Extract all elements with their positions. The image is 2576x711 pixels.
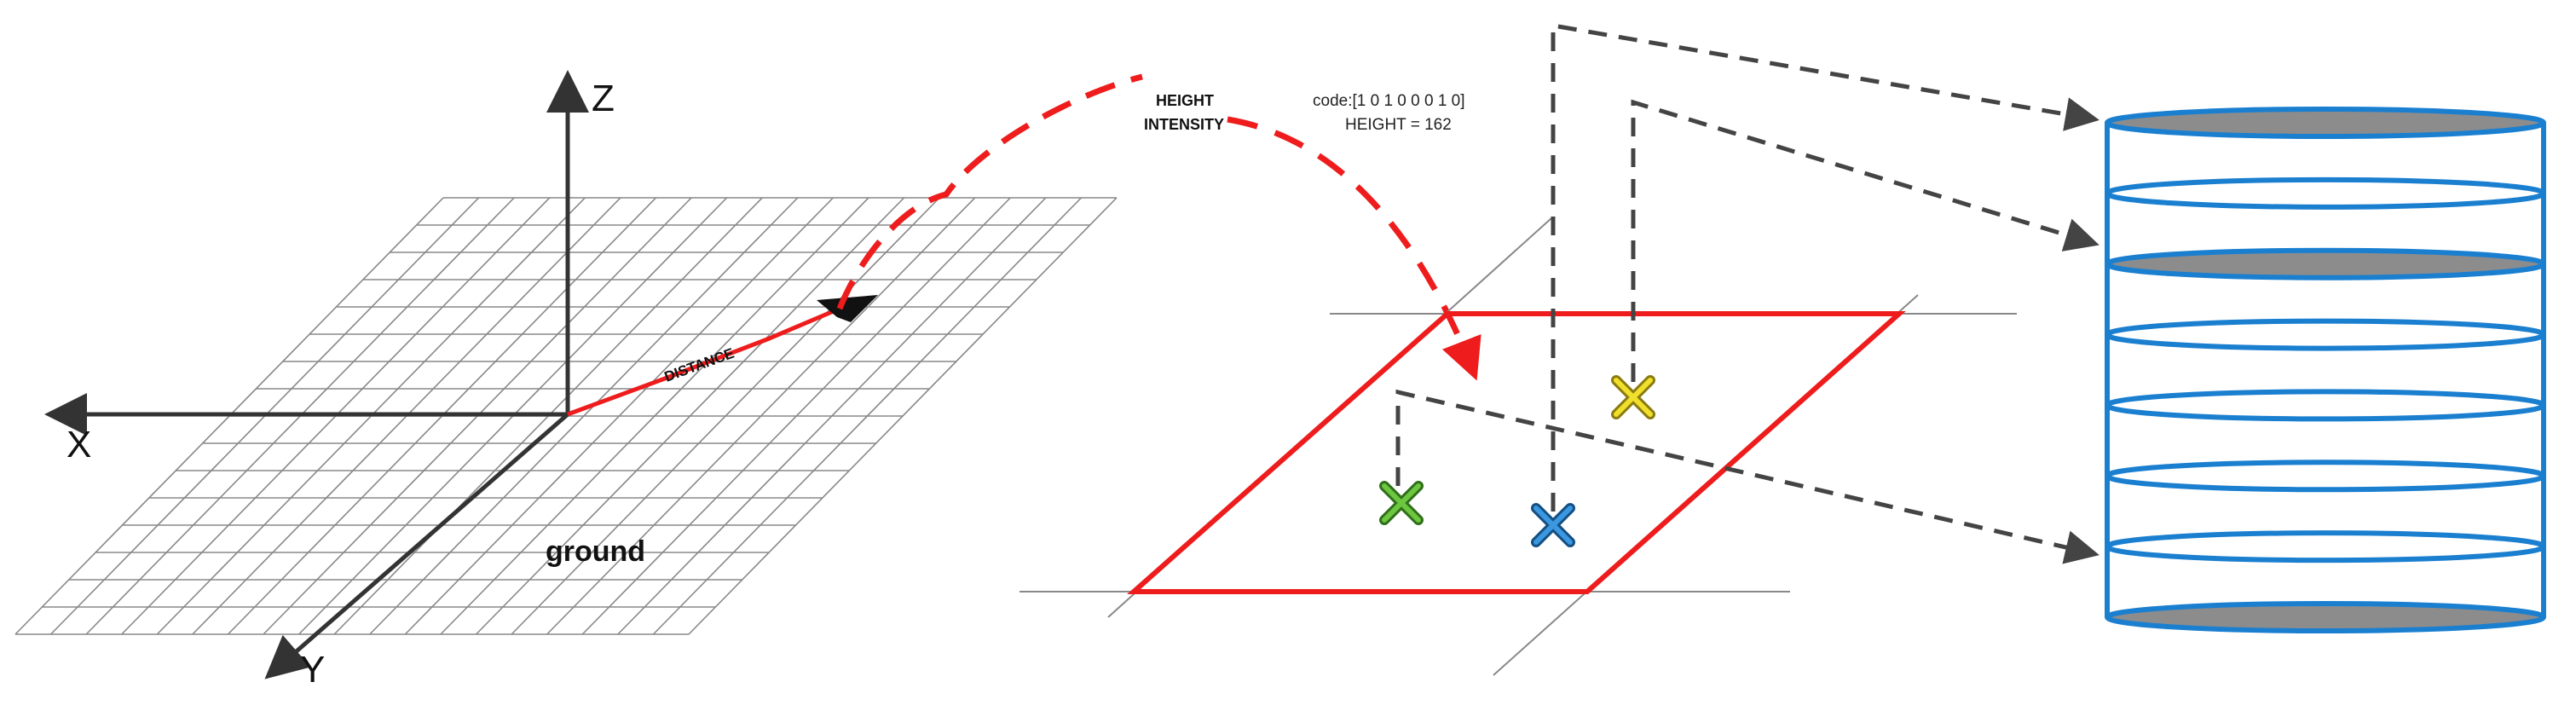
cylinder-layer xyxy=(2105,460,2546,493)
height-intensity-arc-right xyxy=(1227,116,1481,381)
grid-column-line xyxy=(404,197,834,635)
grid-column-line xyxy=(546,197,976,635)
x-axis-label: X xyxy=(66,424,91,465)
green-projection xyxy=(1395,389,2099,564)
cylinder-layer xyxy=(2105,389,2546,422)
cell-gridlines xyxy=(1019,217,2017,676)
distance-label: DISTANCE xyxy=(662,345,736,385)
code-label: code:[1 0 1 0 0 0 1 0] xyxy=(1313,92,1465,110)
blue-x-marker xyxy=(1531,503,1575,547)
grid-column-line xyxy=(617,197,1047,635)
layer-cylinder xyxy=(2105,107,2546,633)
green-x-marker xyxy=(1379,481,1424,525)
blue-projection xyxy=(1551,23,2099,512)
grid-column-line xyxy=(440,197,869,635)
cell-outline xyxy=(1127,311,1906,594)
hit-point-marker xyxy=(817,295,878,322)
height-intensity-arc-left xyxy=(836,73,1143,310)
projection-lines xyxy=(1395,23,2099,564)
cylinder-layer xyxy=(2105,318,2546,351)
z-axis-label: Z xyxy=(592,78,615,119)
grid-column-line xyxy=(369,197,799,635)
cylinder-layer-filled xyxy=(2105,247,2546,280)
cylinder-layer-filled xyxy=(2105,601,2546,633)
yellow-x-marker xyxy=(1611,375,1655,419)
yellow-projection xyxy=(1631,99,2099,382)
y-axis xyxy=(264,413,569,679)
height-value-label: HEIGHT = 162 xyxy=(1345,116,1452,134)
intensity-label: INTENSITY xyxy=(1144,116,1224,133)
distance-ray xyxy=(567,295,878,417)
axes xyxy=(44,70,589,679)
grid-column-line xyxy=(688,197,1118,635)
grid-column-line xyxy=(581,197,1011,635)
cylinder-layer xyxy=(2105,530,2546,564)
grid-column-line xyxy=(652,197,1082,635)
cylinder-layer-filled xyxy=(2105,107,2546,139)
grid-column-line xyxy=(475,197,905,635)
grid-column-line xyxy=(511,197,940,635)
height-label: HEIGHT xyxy=(1156,92,1214,109)
cylinder-layer xyxy=(2105,176,2546,210)
ground-label: ground xyxy=(546,535,645,568)
y-axis-label: Y xyxy=(300,649,325,691)
